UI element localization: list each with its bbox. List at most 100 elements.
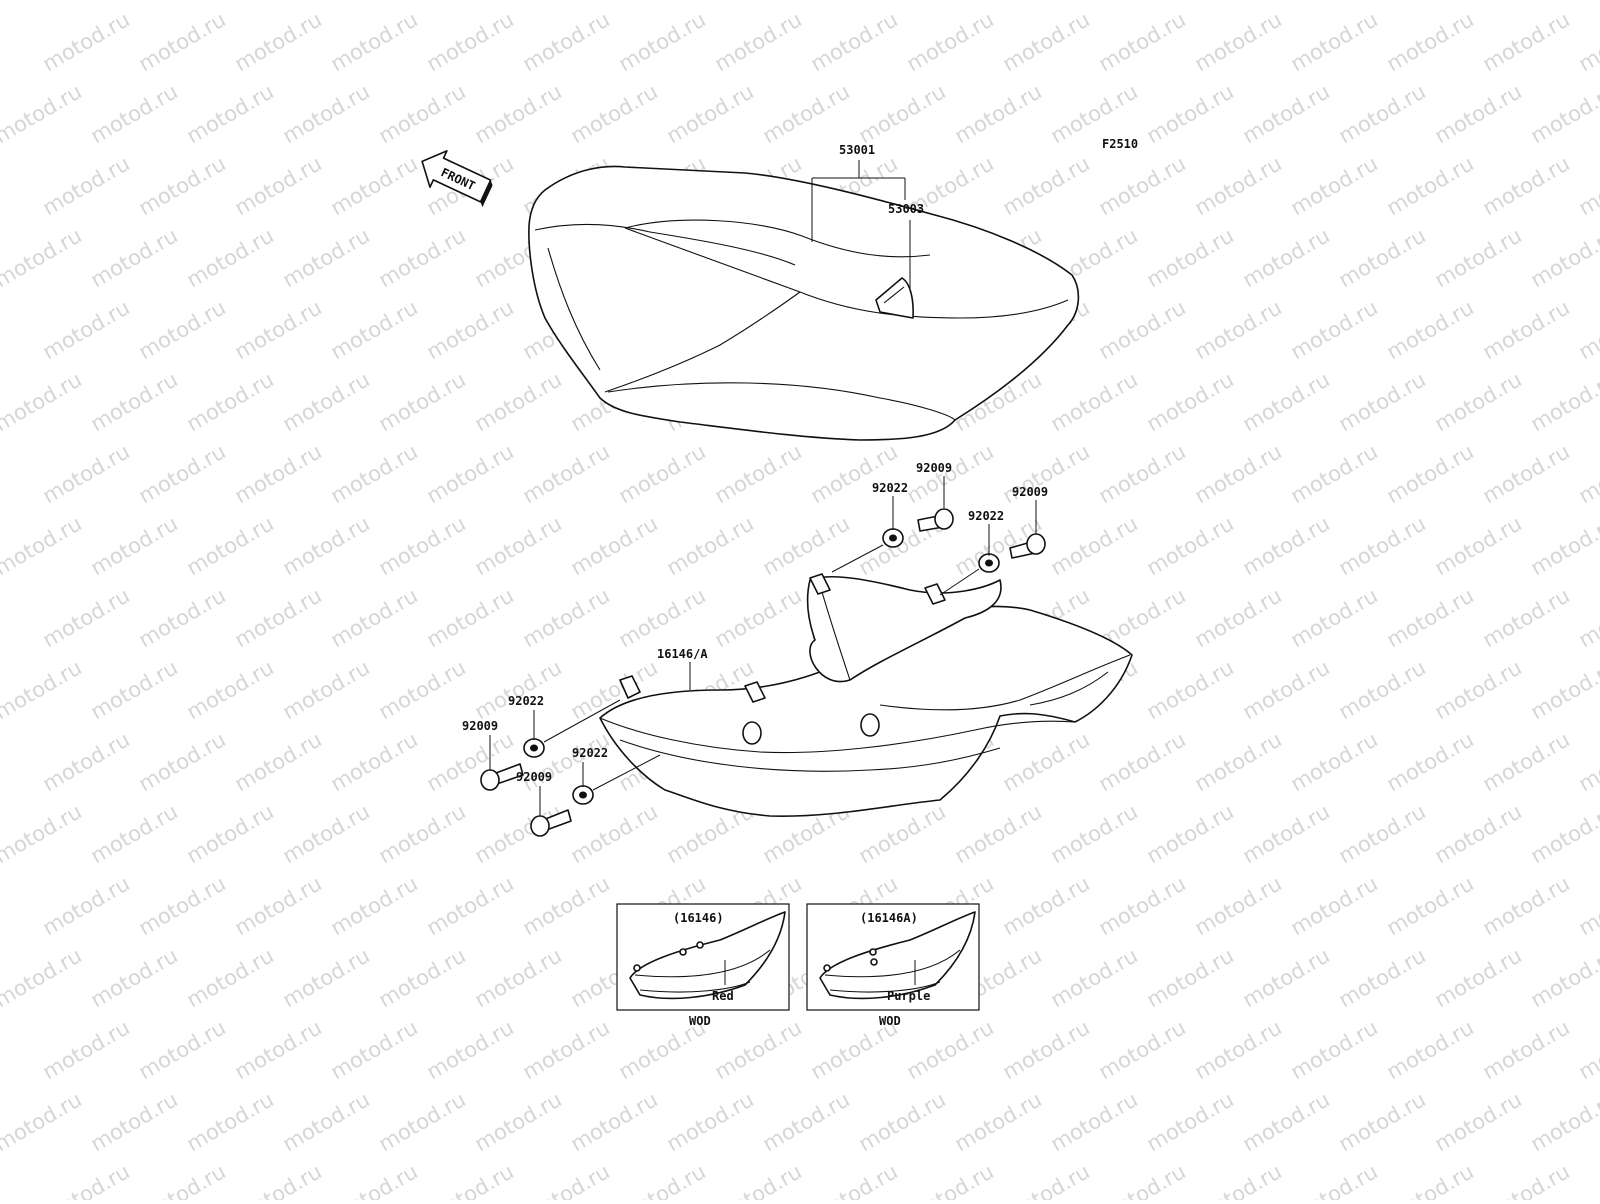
watermark-text: motod.ru [327, 1159, 422, 1200]
watermark-text: motod.ru [711, 1015, 806, 1084]
watermark-text: motod.ru [1527, 0, 1600, 4]
watermark-text: motod.ru [135, 295, 230, 364]
watermark-text: motod.ru [1239, 79, 1334, 148]
watermark-text: motod.ru [1143, 223, 1238, 292]
watermark-text: motod.ru [471, 0, 566, 4]
watermark-text: motod.ru [183, 511, 278, 580]
watermark-text: motod.ru [519, 871, 614, 940]
watermark-text: motod.ru [279, 799, 374, 868]
watermark-text: motod.ru [1143, 0, 1238, 4]
watermark-text: motod.ru [615, 583, 710, 652]
watermark-text: motod.ru [1239, 655, 1334, 724]
watermark-text: motod.ru [1431, 799, 1526, 868]
watermark-text: motod.ru [0, 223, 86, 292]
watermark-text: motod.ru [279, 943, 374, 1012]
watermark-text: motod.ru [1095, 7, 1190, 76]
watermark-text: motod.ru [423, 7, 518, 76]
watermark-text: motod.ru [711, 583, 806, 652]
watermark-text: motod.ru [327, 727, 422, 796]
watermark-text: motod.ru [1335, 223, 1430, 292]
label-92009-lower-left: 92009 [462, 719, 498, 733]
watermark-text: motod.ru [1047, 511, 1142, 580]
watermark-text: motod.ru [1575, 7, 1600, 76]
watermark-text: motod.ru [327, 295, 422, 364]
watermark-text: motod.ru [231, 871, 326, 940]
watermark-text: motod.ru [903, 1159, 998, 1200]
figure-code: F2510 [1102, 137, 1138, 151]
watermark-text: motod.ru [471, 655, 566, 724]
watermark-text: motod.ru [231, 151, 326, 220]
watermark-text: motod.ru [1095, 1159, 1190, 1200]
watermark-text: motod.ru [1431, 511, 1526, 580]
watermark-text: motod.ru [375, 367, 470, 436]
watermark-text: motod.ru [1335, 799, 1430, 868]
watermark-text: motod.ru [1239, 1087, 1334, 1156]
watermark-text: motod.ru [423, 871, 518, 940]
watermark-text: motod.ru [1335, 1087, 1430, 1156]
watermark-text: motod.ru [1287, 871, 1382, 940]
watermark-text: motod.ru [183, 0, 278, 4]
watermark-text: motod.ru [327, 439, 422, 508]
watermark-text: motod.ru [1383, 1159, 1478, 1200]
watermark-text: motod.ru [951, 1087, 1046, 1156]
watermark-text: motod.ru [471, 1087, 566, 1156]
watermark-text: motod.ru [39, 7, 134, 76]
watermark-text: motod.ru [231, 727, 326, 796]
watermark-text: motod.ru [423, 1015, 518, 1084]
watermark-text: motod.ru [1047, 1087, 1142, 1156]
watermark-text: motod.ru [1143, 367, 1238, 436]
watermark-text: motod.ru [135, 439, 230, 508]
watermark-text: motod.ru [1143, 655, 1238, 724]
watermark-text: motod.ru [1239, 943, 1334, 1012]
watermark-text: motod.ru [1047, 367, 1142, 436]
label-92022-upper-left: 92022 [872, 481, 908, 495]
watermark-text: motod.ru [87, 367, 182, 436]
watermark-text: motod.ru [663, 1087, 758, 1156]
label-16146-a: 16146/A [657, 647, 708, 661]
watermark-text: motod.ru [375, 0, 470, 4]
watermark-text: motod.ru [39, 439, 134, 508]
watermark-text: motod.ru [1047, 799, 1142, 868]
watermark-text: motod.ru [1047, 943, 1142, 1012]
watermark-text: motod.ru [39, 1159, 134, 1200]
watermark-text: motod.ru [471, 511, 566, 580]
watermark-text: motod.ru [1383, 7, 1478, 76]
watermark-text: motod.ru [279, 79, 374, 148]
collar-upper-left-icon [883, 529, 903, 547]
watermark-text: motod.ru [471, 799, 566, 868]
watermark-text: motod.ru [519, 583, 614, 652]
inset-purple-model: WOD [879, 1014, 901, 1028]
watermark-text: motod.ru [951, 0, 1046, 4]
watermark-text: motod.ru [471, 367, 566, 436]
watermark-text: motod.ru [1287, 1159, 1382, 1200]
watermark-text: motod.ru [1575, 295, 1600, 364]
watermark-text: motod.ru [0, 0, 86, 4]
watermark-text: motod.ru [1383, 439, 1478, 508]
watermark-text: motod.ru [711, 1159, 806, 1200]
watermark-text: motod.ru [855, 0, 950, 4]
watermark-text: motod.ru [1431, 943, 1526, 1012]
watermark-text: motod.ru [1239, 511, 1334, 580]
watermark-text: motod.ru [807, 1159, 902, 1200]
label-92022-lower-right: 92022 [572, 746, 608, 760]
watermark-text: motod.ru [519, 1159, 614, 1200]
watermark-text: motod.ru [1191, 871, 1286, 940]
watermark-text: motod.ru [39, 295, 134, 364]
label-92022-upper-right: 92022 [968, 509, 1004, 523]
watermark-text: motod.ru [231, 7, 326, 76]
label-92022-lower-left: 92022 [508, 694, 544, 708]
watermark-text: motod.ru [1095, 439, 1190, 508]
watermark-text: motod.ru [999, 7, 1094, 76]
watermark-text: motod.ru [1431, 0, 1526, 4]
watermark-text: motod.ru [135, 727, 230, 796]
watermark-text: motod.ru [1431, 79, 1526, 148]
watermark-text: motod.ru [1095, 1015, 1190, 1084]
watermark-text: motod.ru [1479, 583, 1574, 652]
watermark-text: motod.ru [1191, 583, 1286, 652]
watermark-text: motod.ru [1335, 367, 1430, 436]
watermark-text: motod.ru [135, 7, 230, 76]
watermark-text: motod.ru [1575, 151, 1600, 220]
watermark-text: motod.ru [1287, 295, 1382, 364]
watermark-text: motod.ru [1143, 799, 1238, 868]
watermark-text: motod.ru [1095, 727, 1190, 796]
